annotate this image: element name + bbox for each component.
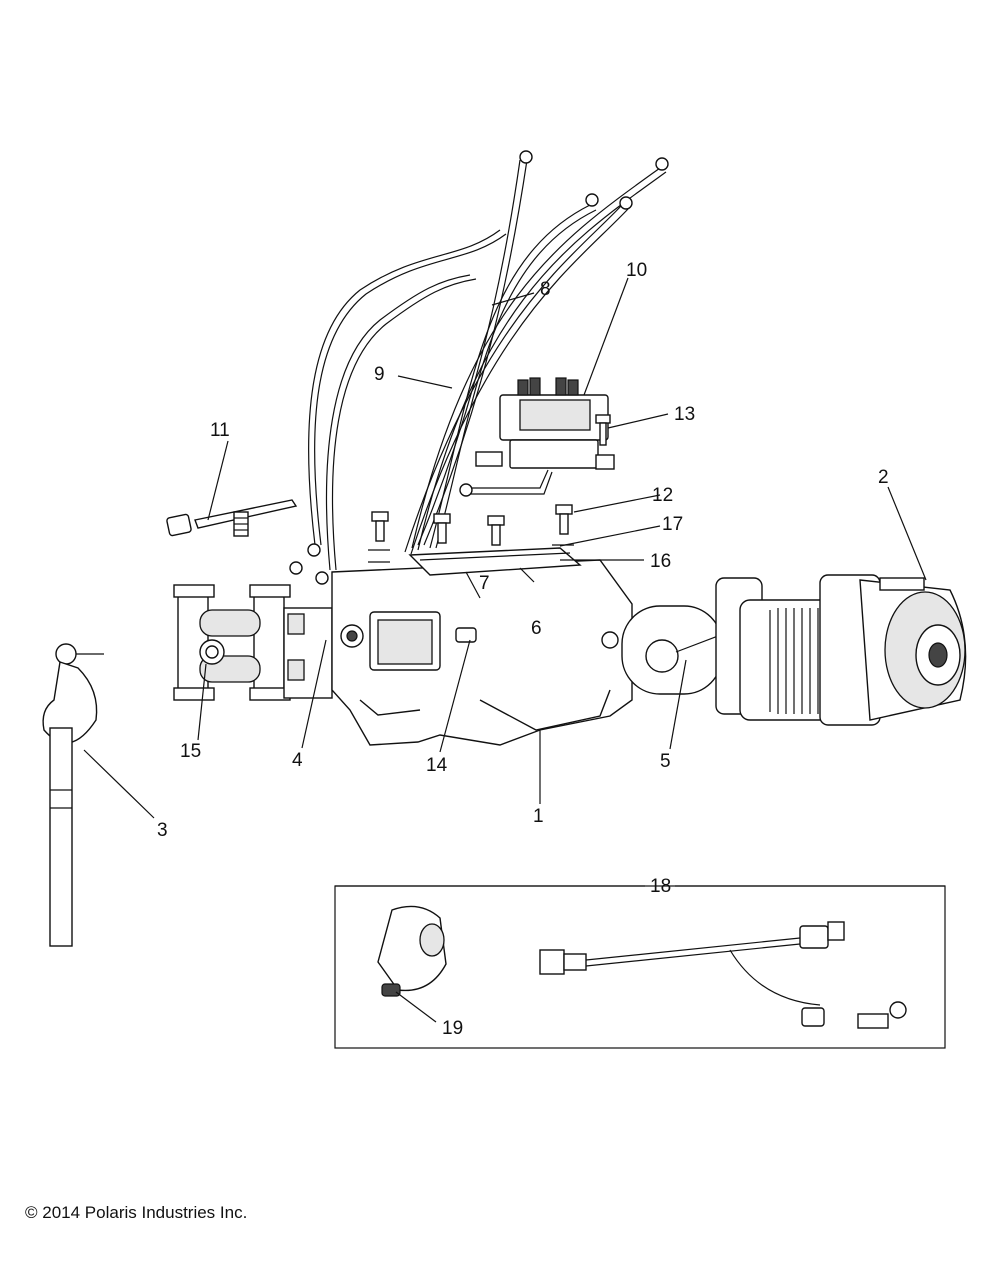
- callout-14: 14: [426, 755, 448, 776]
- callout-1: 1: [533, 806, 544, 827]
- callout-19: 19: [442, 1018, 463, 1039]
- roller-fairlead: [173, 584, 333, 701]
- callout-10: 10: [626, 260, 647, 281]
- copyright-notice: © 2014 Polaris Industries Inc.: [25, 1203, 248, 1222]
- winch-contactor: [459, 377, 615, 497]
- handlebar-switch: [377, 905, 447, 997]
- callout-18: 18: [650, 876, 671, 897]
- callout-15: 15: [180, 741, 201, 762]
- contactor-screw: [595, 414, 611, 446]
- winch-assembly: [601, 574, 967, 726]
- callout-7: 7: [479, 573, 490, 594]
- callout-4: 4: [292, 750, 303, 771]
- callout-12: 12: [652, 485, 673, 506]
- callout-3: 3: [157, 820, 168, 841]
- callout-11: 11: [210, 420, 230, 441]
- battery-cables: [289, 150, 669, 585]
- callout-2: 2: [878, 467, 889, 488]
- switch-kit-box: [334, 885, 946, 1049]
- winch-hook-strap: [42, 643, 104, 947]
- callout-6: 6: [531, 618, 542, 639]
- winch-mount-plate: [331, 547, 633, 746]
- switch-harness: [539, 921, 907, 1029]
- callout-17: 17: [662, 514, 683, 535]
- callout-13: 13: [674, 404, 695, 425]
- callout-5: 5: [660, 751, 671, 772]
- leader-lines: [83, 277, 945, 1023]
- callout-9: 9: [374, 364, 385, 385]
- callout-8: 8: [540, 279, 551, 300]
- cable-tie: [166, 499, 298, 537]
- callout-16: 16: [650, 551, 671, 572]
- callout-labels: 1 2 3 4 5 6 7 8 9 10 11 12 13 14 15 16 1…: [157, 260, 889, 1039]
